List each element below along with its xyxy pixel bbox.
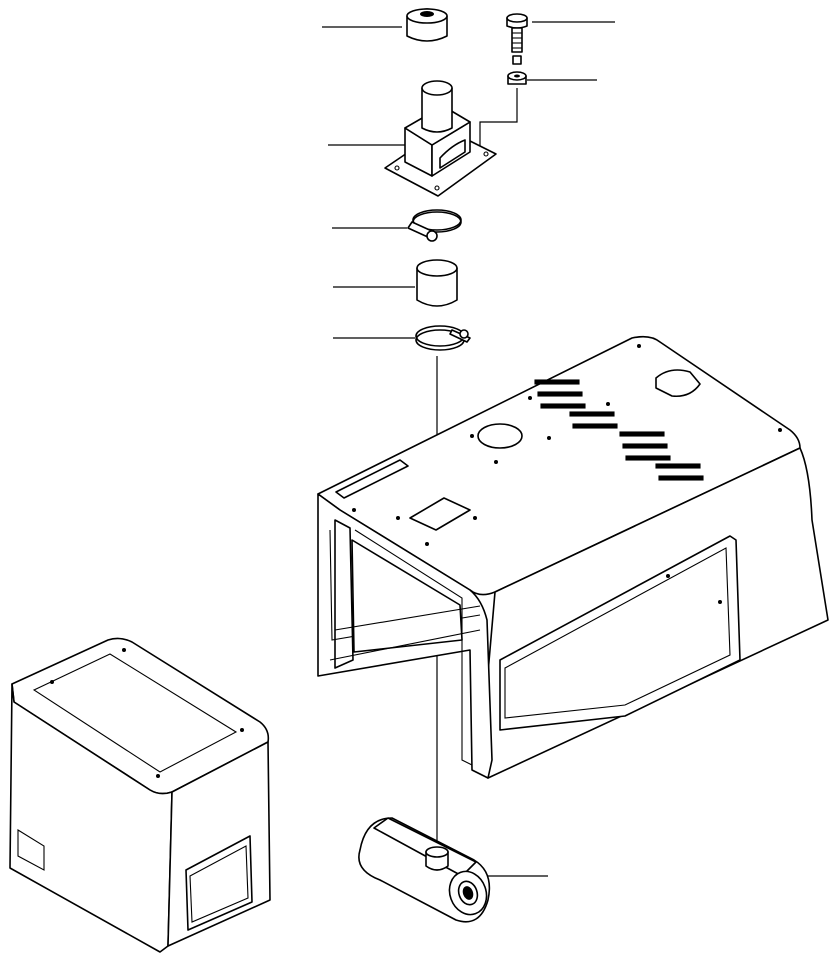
stack-bracket-part <box>384 80 497 197</box>
hood-louvers <box>534 379 704 481</box>
engine-hood-part <box>317 335 829 779</box>
side-cover-part <box>9 637 271 953</box>
washer-nut-part <box>507 71 527 85</box>
lower-clamp-part <box>415 325 471 351</box>
rubber-hose-part <box>416 259 458 307</box>
stud-bolt-part <box>506 13 528 65</box>
cap-part <box>406 8 448 42</box>
muffler-part <box>358 817 491 923</box>
leader-stud-path <box>479 88 518 150</box>
upper-clamp-part <box>407 209 462 242</box>
